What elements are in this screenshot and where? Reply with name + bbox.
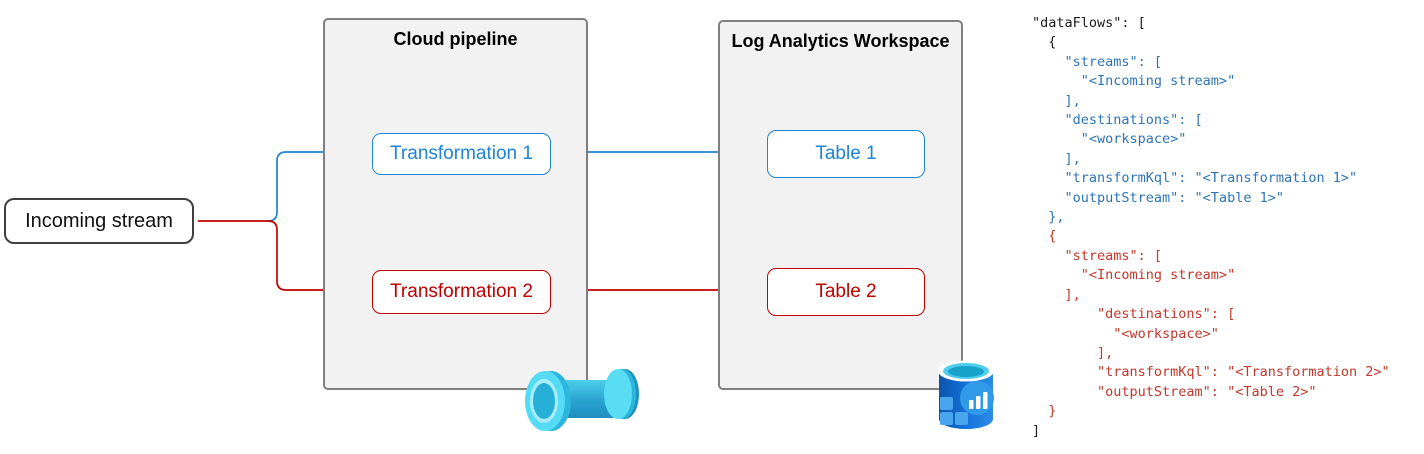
code-line: "dataFlows": [ xyxy=(1032,15,1146,31)
table-1-label: Table 1 xyxy=(815,143,877,164)
code-line: "transformKql": "<Transformation 1>" xyxy=(1032,170,1358,187)
cloud-pipeline-title: Cloud pipeline xyxy=(393,29,518,49)
code-line: "destinations": [ xyxy=(1032,112,1203,129)
incoming-stream-node: Incoming stream xyxy=(4,198,194,244)
transformation-1-label: Transformation 1 xyxy=(390,143,533,164)
code-line: } xyxy=(1032,403,1057,420)
cloud-pipeline-container: Cloud pipeline Transformation 1 Transfor… xyxy=(323,18,588,390)
transformation-2-node: Transformation 2 xyxy=(372,270,551,314)
transformation-1-node: Transformation 1 xyxy=(372,133,551,175)
code-line: "streams": [ xyxy=(1032,53,1163,70)
code-line: "transformKql": "<Transformation 2>" xyxy=(1032,364,1390,381)
code-line: }, xyxy=(1032,209,1065,226)
log-analytics-workspace-icon xyxy=(938,360,994,429)
code-line: "streams": [ xyxy=(1032,247,1163,264)
code-line: ], xyxy=(1032,286,1081,303)
log-analytics-workspace-title: Log Analytics Workspace xyxy=(731,31,950,51)
table-2-label: Table 2 xyxy=(815,281,877,302)
code-line: "destinations": [ xyxy=(1032,306,1236,323)
json-code-block: "dataFlows": [ { "streams": [ "<Incoming… xyxy=(1032,14,1390,441)
code-line: "<Incoming stream>" xyxy=(1032,73,1236,90)
code-line: ], xyxy=(1032,150,1081,167)
code-line: "<workspace>" xyxy=(1032,325,1219,342)
log-analytics-workspace-container: Log Analytics Workspace Table 1 Table 2 xyxy=(718,20,963,390)
code-line: ], xyxy=(1032,92,1081,109)
code-line: ], xyxy=(1032,344,1114,361)
code-line: "outputStream": "<Table 1>" xyxy=(1032,189,1284,206)
code-line: "<workspace>" xyxy=(1032,131,1187,148)
incoming-stream-label: Incoming stream xyxy=(25,209,173,232)
blue-branch-line xyxy=(267,151,356,222)
code-line: "<Incoming stream>" xyxy=(1032,267,1236,284)
code-line: ] xyxy=(1032,422,1041,439)
code-line: { xyxy=(1032,228,1057,245)
transformation-2-label: Transformation 2 xyxy=(390,281,533,302)
table-2-node: Table 2 xyxy=(767,268,925,316)
red-branch-line xyxy=(267,220,356,291)
code-line: { xyxy=(1032,34,1057,51)
pipe-icon xyxy=(525,369,639,431)
table-1-node: Table 1 xyxy=(767,130,925,178)
code-line: "outputStream": "<Table 2>" xyxy=(1032,383,1317,400)
